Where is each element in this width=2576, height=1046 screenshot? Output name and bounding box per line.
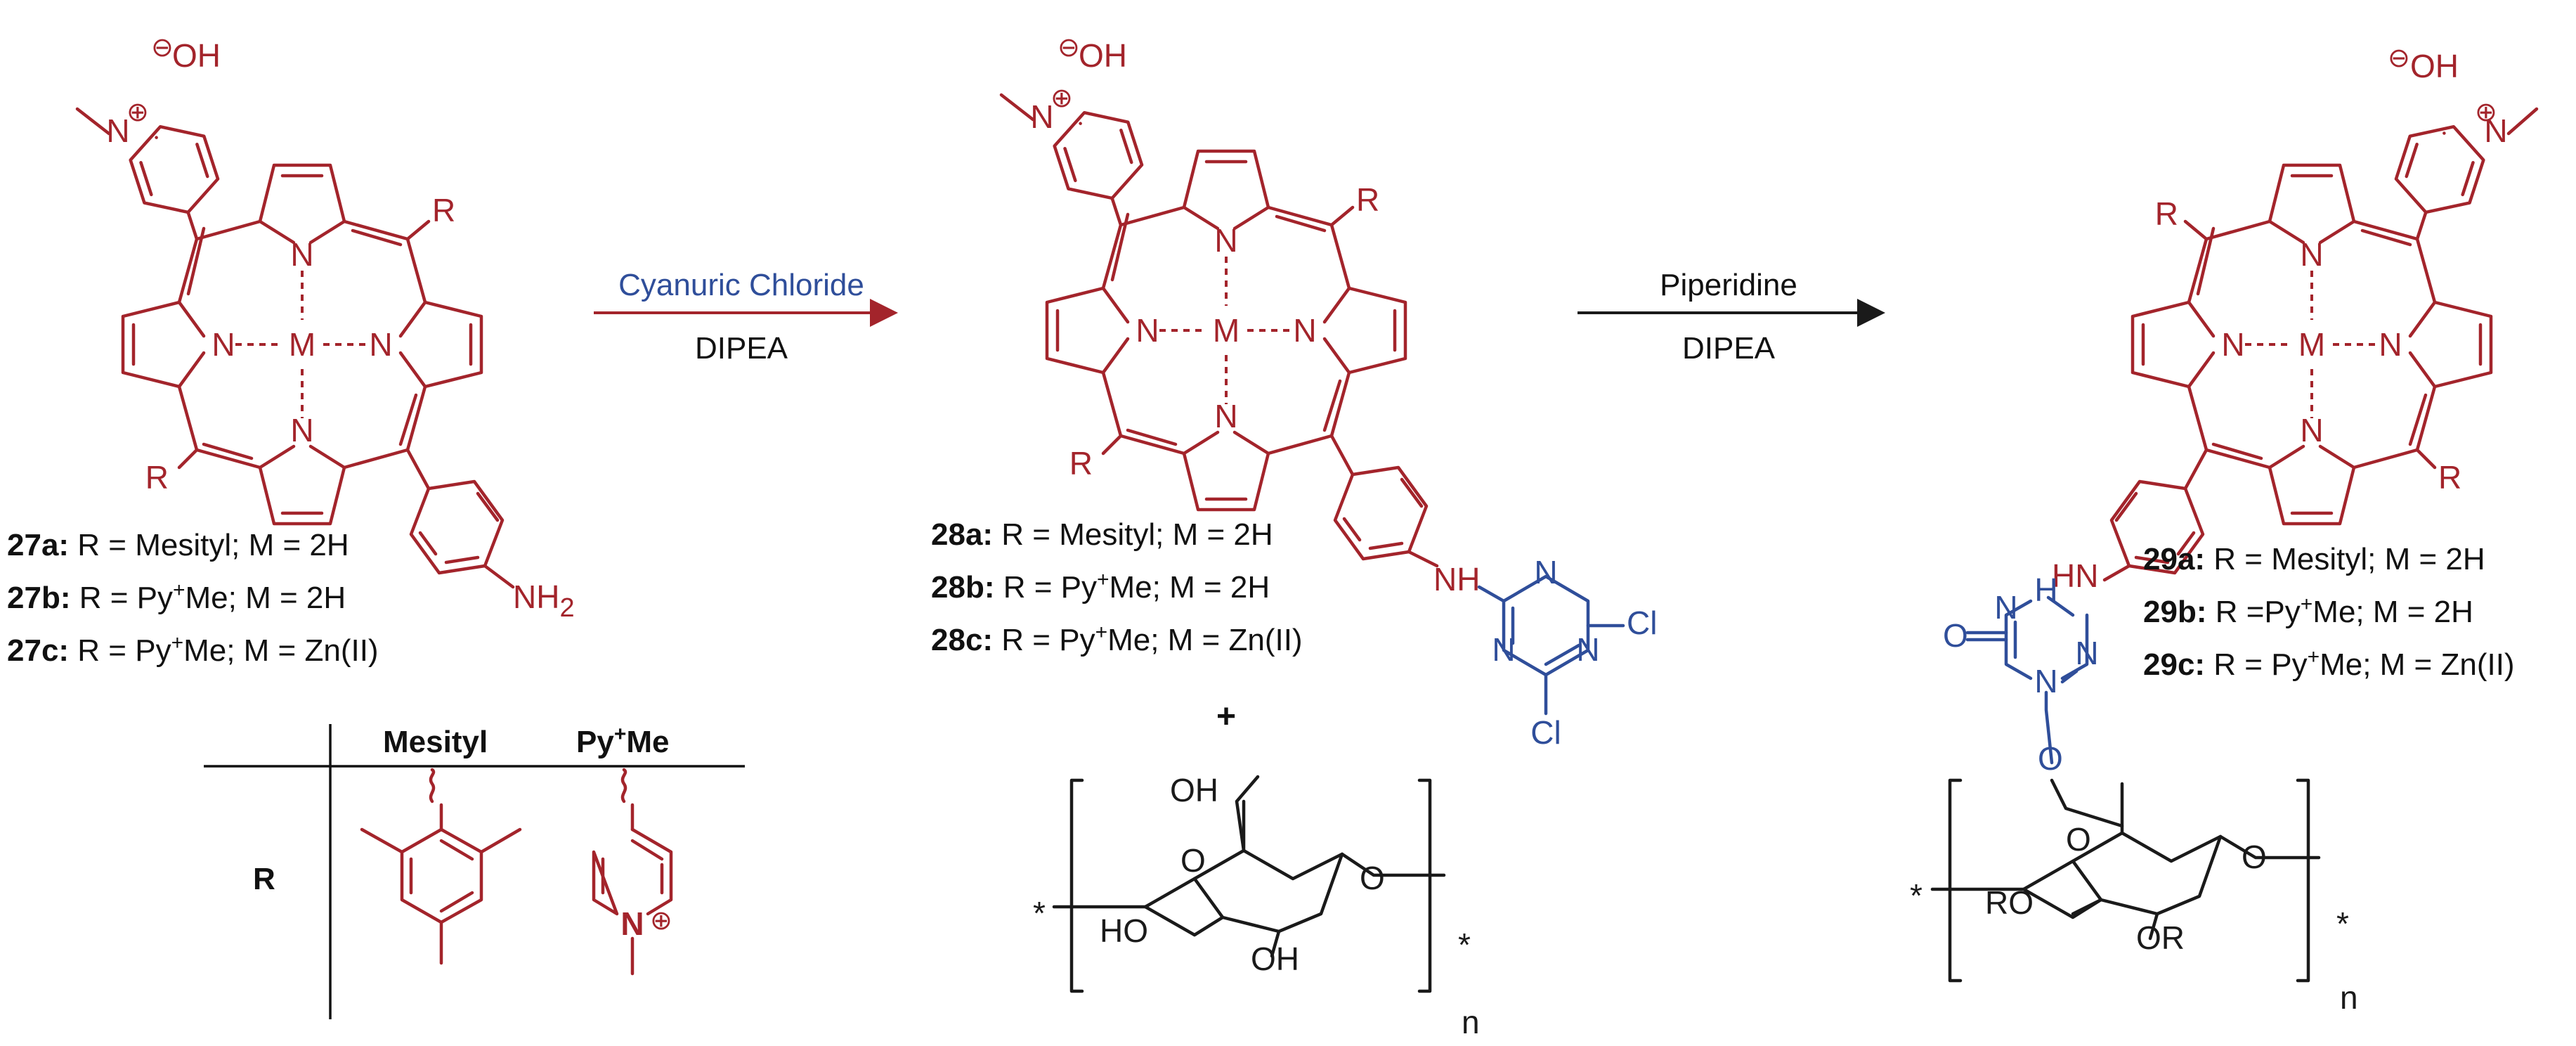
plus-sign: + — [1216, 698, 1236, 735]
label-27a: 27a: R = Mesityl; M = 2H — [7, 528, 349, 562]
mesityl-structure — [360, 768, 522, 965]
cellulose-structure: O OH HO OH O * * n — [1033, 772, 1480, 1040]
nitrogen-left: N — [1136, 312, 1159, 349]
secondary-hydroxyl-left: HO — [1100, 912, 1148, 949]
label-27b: 27b: R = Py+Me; M = 2H — [7, 579, 346, 615]
cellulose-derivative-structure: O RO OR O * * n — [1910, 778, 2358, 1016]
linker-oxygen: O — [2038, 740, 2063, 777]
label-28a: 28a: R = Mesityl; M = 2H — [931, 517, 1273, 552]
star-left-29: * — [1910, 877, 1923, 914]
triazinone-n2: N — [2034, 663, 2057, 699]
table-header-pyme: Py+Me — [576, 723, 669, 759]
negative-charge: ⊖ — [2388, 44, 2410, 73]
triazinone-nh-h: H — [2034, 572, 2057, 608]
amino-link-nh: NH — [1433, 561, 1480, 598]
ring-oxygen-29: O — [2066, 821, 2091, 858]
substituent-r-bottom: R — [1069, 445, 1093, 482]
compound-28-labels: 28a: R = Mesityl; M = 2H 28b: R = Py+Me;… — [931, 517, 1303, 657]
reagent-piperidine: Piperidine — [1660, 268, 1797, 302]
nitrogen-bottom: N — [1214, 398, 1237, 434]
negative-charge: ⊖ — [1058, 33, 1080, 63]
compound-27-structure: M N N N N R R N ⊕ ⊖ OH NH2 — [75, 33, 575, 623]
negative-charge: ⊖ — [151, 33, 174, 63]
reaction-arrow-1: Cyanuric Chloride DIPEA — [594, 268, 898, 366]
star-left: * — [1033, 895, 1046, 931]
repeat-n-29: n — [2340, 979, 2358, 1016]
label-28c: 28c: R = Py+Me; M = Zn(II) — [931, 621, 1303, 657]
star-right-29: * — [2336, 905, 2349, 942]
nitrogen-bottom: N — [290, 412, 313, 448]
hydroxide-label: OH — [2410, 48, 2459, 84]
nitrogen-left: N — [2221, 326, 2244, 363]
hydroxide-label: OH — [172, 37, 221, 74]
triazinone-carbonyl-o: O — [1943, 617, 1968, 654]
pyridinium-nitrogen: N — [106, 112, 129, 149]
metal-atom: M — [289, 326, 316, 363]
triazine-n3: N — [1576, 631, 1599, 668]
amino-link-hn: HN — [2052, 557, 2098, 594]
triazinone-group — [1965, 595, 2089, 765]
pyridinium-nitrogen: N — [1030, 98, 1053, 135]
substituent-r-top: R — [2155, 195, 2178, 232]
positive-charge: ⊕ — [2475, 98, 2497, 127]
triazinone-n3: N — [2075, 635, 2098, 671]
table-row-label-r: R — [253, 862, 275, 896]
ring-oxygen: O — [1180, 842, 1206, 879]
positive-charge: ⊕ — [126, 98, 149, 127]
triazine-n1: N — [1534, 554, 1557, 590]
compound-28-structure: M N N N N R R N ⊕ ⊖ OH NH N N N Cl Cl — [999, 33, 1657, 751]
nitrogen-top: N — [2300, 236, 2323, 273]
nitrogen-right: N — [1293, 312, 1316, 349]
substituent-r-top: R — [432, 192, 455, 228]
metal-atom: M — [2298, 326, 2325, 363]
repeat-n: n — [1462, 1004, 1480, 1040]
dichlorotriazine — [1477, 574, 1625, 716]
nitrogen-right: N — [2379, 326, 2402, 363]
nitrogen-top: N — [290, 236, 313, 273]
primary-hydroxyl: OH — [1170, 772, 1218, 808]
compound-29-labels: 29a: R = Mesityl; M = 2H 29b: R =Py+Me; … — [2143, 542, 2515, 682]
positive-charge: ⊕ — [1050, 84, 1073, 113]
substituent-r-bottom: R — [145, 459, 169, 496]
ether-or-bottom: OR — [2136, 919, 2185, 956]
pyridinium-n-table: N — [620, 905, 644, 942]
label-29b: 29b: R =Py+Me; M = 2H — [2143, 593, 2473, 629]
chlorine-right: Cl — [1627, 605, 1657, 641]
pyridinium-nitrogen: N — [2484, 112, 2507, 149]
pyridinium-structure — [592, 768, 673, 976]
hydroxide-label: OH — [1079, 37, 1127, 74]
compound-29-structure: M N N N N R R N ⊕ ⊖ OH HN — [2052, 44, 2539, 594]
glycosidic-oxygen-29: O — [2242, 839, 2267, 875]
nitrogen-left: N — [212, 326, 235, 363]
r-substituent-table: Mesityl Py+Me R N ⊕ — [204, 723, 745, 1019]
reagent-dipea-2: DIPEA — [1682, 331, 1776, 366]
label-29a: 29a: R = Mesityl; M = 2H — [2143, 542, 2485, 576]
amine-label: NH2 — [513, 579, 575, 623]
label-27c: 27c: R = Py+Me; M = Zn(II) — [7, 631, 379, 668]
substituent-r-top: R — [1356, 181, 1379, 218]
nitrogen-right: N — [369, 326, 392, 363]
label-28b: 28b: R = Py+Me; M = 2H — [931, 568, 1270, 605]
secondary-hydroxyl-bottom: OH — [1251, 941, 1299, 977]
star-right: * — [1458, 926, 1471, 963]
label-29c: 29c: R = Py+Me; M = Zn(II) — [2143, 645, 2515, 682]
reaction-arrow-2: Piperidine DIPEA — [1578, 268, 1885, 366]
compound-27-labels: 27a: R = Mesityl; M = 2H 27b: R = Py+Me;… — [7, 528, 379, 668]
chlorine-bottom: Cl — [1530, 714, 1561, 751]
metal-atom: M — [1213, 312, 1240, 349]
reagent-cyanuric-chloride: Cyanuric Chloride — [618, 268, 864, 302]
nitrogen-top: N — [1214, 222, 1237, 259]
ether-ro-left: RO — [1985, 884, 2034, 921]
nitrogen-bottom: N — [2300, 412, 2323, 448]
triazine-n2: N — [1492, 631, 1515, 668]
substituent-r-bottom: R — [2438, 459, 2461, 496]
positive-charge-table: ⊕ — [650, 906, 672, 936]
glycosidic-oxygen: O — [1360, 860, 1385, 896]
reagent-dipea-1: DIPEA — [695, 331, 788, 366]
table-header-mesityl: Mesityl — [383, 725, 488, 759]
triazinone-n1: N — [1994, 589, 2017, 626]
